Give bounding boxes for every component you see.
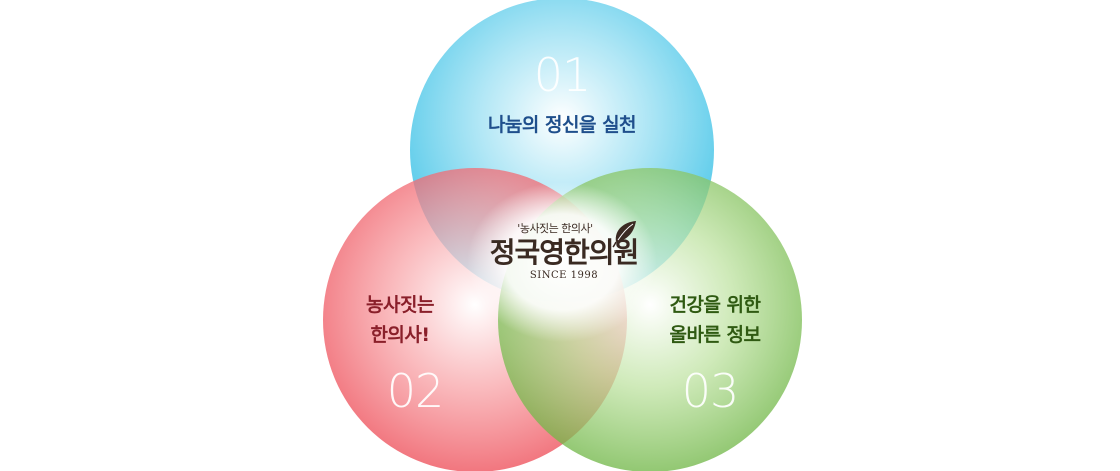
center-glow bbox=[467, 182, 657, 342]
circle-03-title-line: 올바른 정보 bbox=[669, 324, 761, 346]
circle-02-title-line: 농사짓는 bbox=[366, 294, 434, 316]
circle-03-title: 건강을 위한 올바른 정보 bbox=[640, 290, 790, 350]
circle-02-number: 02 bbox=[386, 364, 445, 418]
circle-01-title: 나눔의 정신을 실천 bbox=[452, 110, 672, 140]
center-brand: '농사짓는 한의사' 정국영한의원 SINCE 1998 bbox=[470, 220, 670, 281]
circle-03-title-line: 건강을 위한 bbox=[669, 294, 761, 316]
circle-01-title-line: 나눔의 정신을 실천 bbox=[487, 114, 637, 136]
circle-02-title: 농사짓는 한의사! bbox=[340, 290, 460, 350]
circle-01-number: 01 bbox=[533, 48, 592, 102]
brand-since: SINCE 1998 bbox=[529, 270, 599, 281]
brand-name: 정국영한의원 bbox=[489, 236, 640, 269]
brand-tagline: '농사짓는 한의사' bbox=[517, 222, 593, 235]
leaf-icon bbox=[612, 221, 636, 248]
circle-02-title-line: 한의사! bbox=[370, 324, 430, 346]
circle-03-number: 03 bbox=[681, 364, 740, 418]
